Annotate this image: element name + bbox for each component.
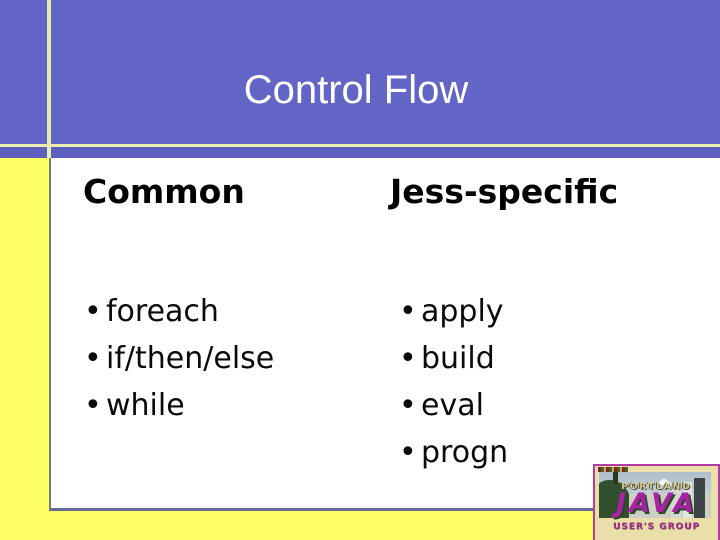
content-panel	[49, 158, 720, 511]
building-tower-shape	[694, 478, 705, 518]
list-item: • apply	[399, 288, 508, 335]
bullet-icon: •	[84, 388, 102, 423]
logo-group-label: USER'S GROUP	[612, 522, 701, 532]
list-item: • eval	[399, 382, 508, 429]
building-shape	[683, 482, 692, 518]
logo-decorative-strip	[598, 467, 628, 472]
list-item: • if/then/else	[84, 335, 274, 382]
logo-java-label: JAVA	[615, 488, 698, 519]
list-item-label: eval	[421, 388, 484, 423]
common-bullet-list: • foreach • if/then/else • while	[84, 288, 274, 429]
column-heading-jess-specific: Jess-specific	[390, 172, 619, 211]
jess-specific-bullet-list: • apply • build • eval • progn	[399, 288, 508, 476]
list-item-label: progn	[421, 435, 509, 470]
building-shape	[671, 488, 681, 518]
portland-skyline-photo	[599, 472, 711, 518]
slide-title: Control Flow	[243, 68, 469, 112]
bullet-icon: •	[399, 294, 417, 329]
bullet-icon: •	[84, 341, 102, 376]
list-item: • progn	[399, 429, 508, 476]
bullet-icon: •	[399, 435, 417, 470]
header-substrip	[0, 147, 720, 158]
list-item-label: foreach	[106, 294, 219, 329]
bullet-icon: •	[84, 294, 102, 329]
list-item: • build	[399, 335, 508, 382]
logo-city-label: PORTLAND	[621, 482, 692, 492]
bullet-icon: •	[399, 388, 417, 423]
slide-header-band: Control Flow	[0, 0, 720, 158]
header-vertical-accent-line	[47, 0, 51, 158]
pjug-logo: PORTLAND JAVA USER'S GROUP	[593, 464, 720, 540]
header-horizontal-accent-line	[0, 144, 720, 147]
list-item: • while	[84, 382, 274, 429]
mountain-icon	[655, 478, 673, 485]
list-item: • foreach	[84, 288, 274, 335]
statue-silhouette	[613, 472, 618, 484]
bullet-icon: •	[399, 341, 417, 376]
list-item-label: if/then/else	[106, 341, 275, 376]
list-item-label: while	[106, 388, 185, 423]
column-heading-common: Common	[83, 172, 245, 211]
list-item-label: build	[421, 341, 495, 376]
list-item-label: apply	[421, 294, 504, 329]
